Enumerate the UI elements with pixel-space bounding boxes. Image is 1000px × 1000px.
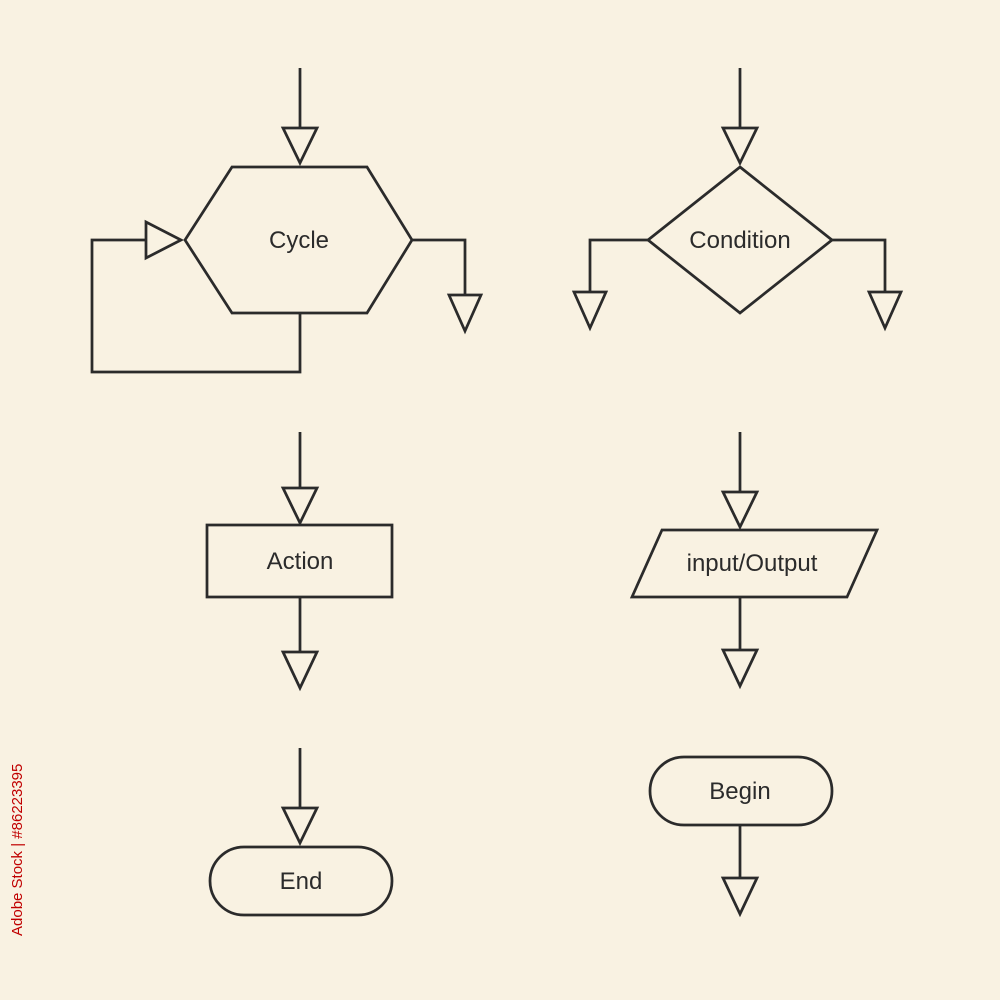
cycle-loop-arrowhead-icon xyxy=(144,219,185,261)
parallelogram-shape xyxy=(629,528,880,599)
end-in-arrowhead-icon xyxy=(280,806,320,847)
input-output-in-arrowhead-icon xyxy=(720,490,760,531)
end-node-group: End xyxy=(208,748,394,917)
begin-label: Begin xyxy=(709,778,770,805)
cycle-node-group: Cycle xyxy=(90,68,484,374)
condition-in-arrowhead-icon xyxy=(720,126,760,167)
end-label: End xyxy=(280,868,323,895)
action-out-arrowhead-icon xyxy=(280,650,320,692)
input-output-node-group: input/Output xyxy=(629,432,880,690)
begin-node-group: Begin xyxy=(648,755,834,918)
stock-watermark: Adobe Stock | #86223395 xyxy=(9,764,26,936)
input-output-out-arrowhead-icon xyxy=(720,648,760,690)
cycle-out-arrowhead-icon xyxy=(446,293,484,335)
action-node-group: Action xyxy=(205,432,394,692)
cycle-label: Cycle xyxy=(269,227,329,254)
condition-left-arrowhead-icon xyxy=(571,290,609,332)
begin-out-arrowhead-icon xyxy=(720,876,760,918)
input-output-label: input/Output xyxy=(687,550,818,577)
cycle-in-arrowhead-icon xyxy=(280,126,320,167)
condition-left-branch-line xyxy=(588,238,648,292)
condition-right-branch-line xyxy=(832,238,887,292)
cycle-loop-line xyxy=(90,238,302,374)
condition-node-group: Condition xyxy=(571,68,904,332)
action-in-arrowhead-icon xyxy=(280,486,320,527)
action-label: Action xyxy=(267,548,334,575)
end-stadium-shape xyxy=(208,845,394,917)
condition-label: Condition xyxy=(689,227,790,254)
condition-right-arrowhead-icon xyxy=(866,290,904,332)
cycle-out-line xyxy=(412,238,467,295)
diamond-shape xyxy=(645,165,835,315)
